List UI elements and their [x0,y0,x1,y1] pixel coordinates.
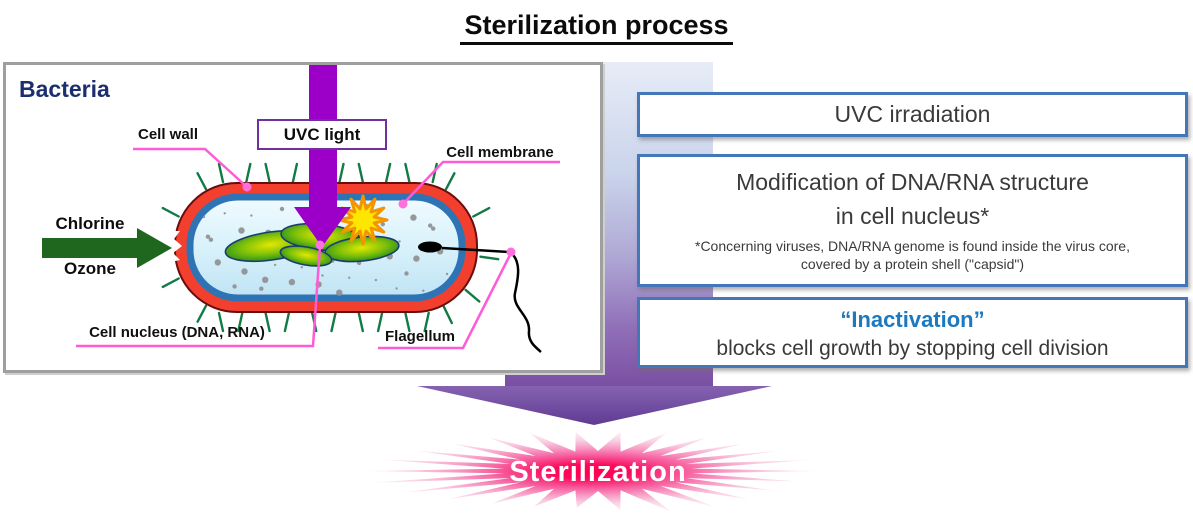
leader-lines [76,147,560,350]
inactivation-subline: blocks cell growth by stopping cell divi… [716,337,1109,360]
flagellum-shape [418,241,542,353]
modification-line1: Modification of DNA/RNA structure [736,169,1089,195]
label-chlorine: Chlorine [55,214,125,233]
label-uvc-light: UVC light [257,119,387,150]
leader-dots [242,182,516,257]
wall-notch [164,231,182,263]
modification-line2: in cell nucleus* [835,203,990,229]
bacterium-graphic [42,65,560,353]
sterilization-result-label: Sterilization [509,456,687,488]
page-title: Sterilization process [0,10,1193,45]
label-cell-wall: Cell wall [137,126,199,143]
panel-heading: Bacteria [19,76,110,102]
label-cell-membrane: Cell membrane [446,144,554,161]
virus-footnote-line2: covered by a protein shell ("capsid") [800,256,1025,272]
label-ozone: Ozone [64,259,116,278]
starburst-shape [363,431,818,512]
process-box-dna-modification: Modification of DNA/RNA structure in cel… [637,154,1188,287]
inactivation-headline: “Inactivation” [840,307,985,332]
label-cell-nucleus: Cell nucleus (DNA, RNA) [89,324,265,341]
uvc-irradiation-text: UVC irradiation [834,101,991,127]
chemical-arrow-icon [42,228,172,268]
bacteria-panel: Bacteria Cell wall UVC light Cell membra… [3,62,603,373]
virus-footnote-line1: *Concerning viruses, DNA/RNA genome is f… [695,238,1130,254]
arrow-head [417,386,772,425]
process-box-inactivation: “Inactivation” blocks cell growth by sto… [637,297,1188,368]
sterilization-burst-graphic [363,431,818,512]
label-flagellum: Flagellum [384,328,455,345]
pili-spikes [161,162,500,333]
process-box-uvc-irradiation: UVC irradiation [637,92,1188,137]
uvc-arrow-icon [294,65,351,247]
